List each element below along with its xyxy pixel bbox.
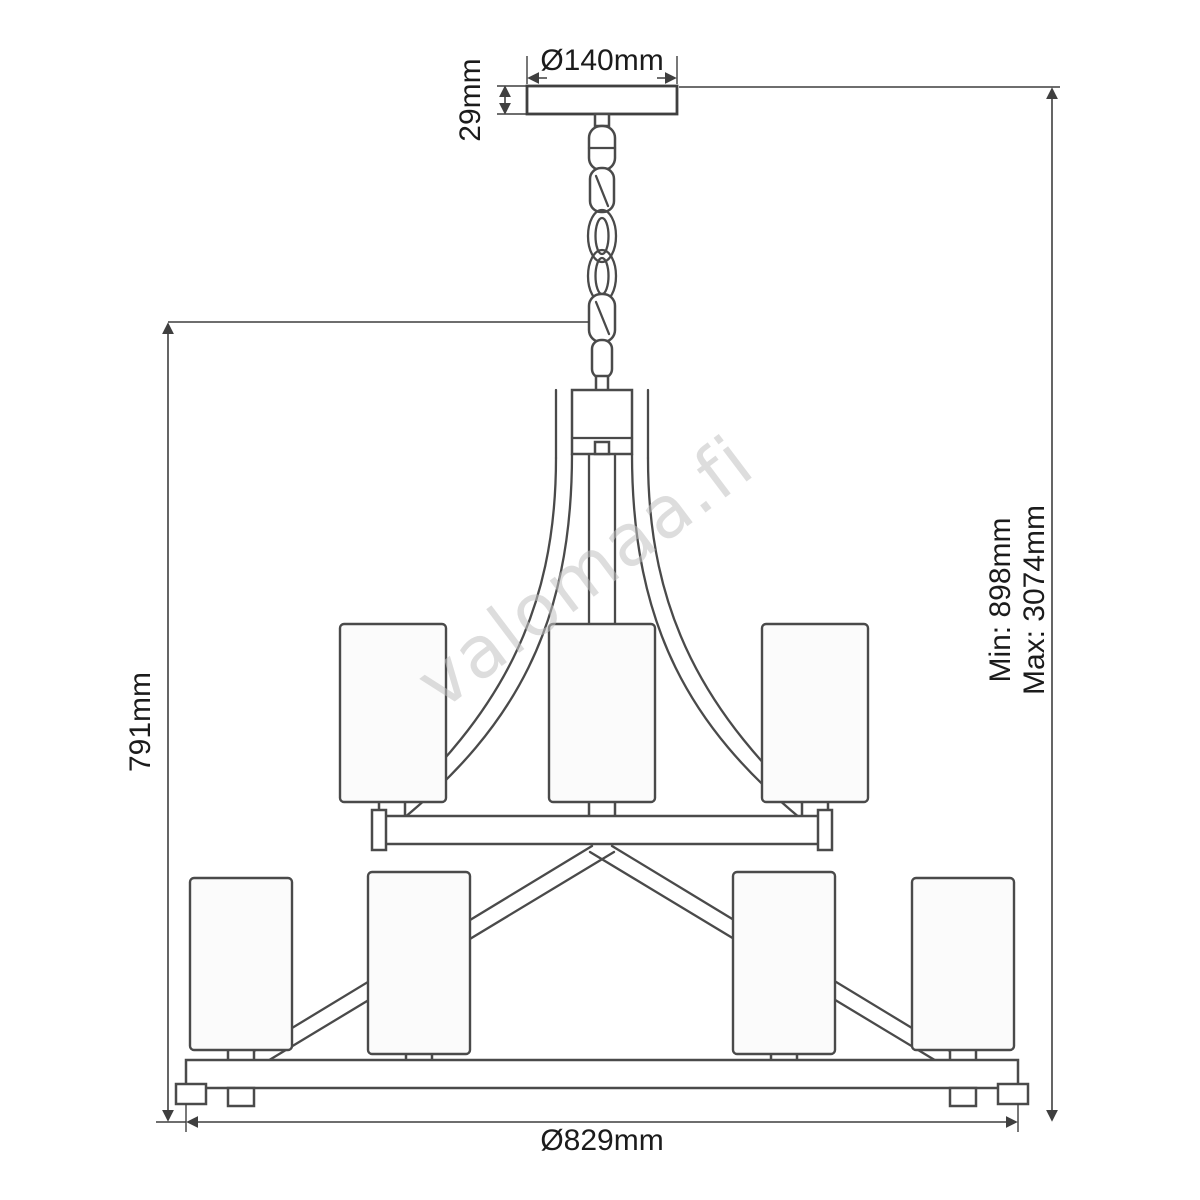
dimension-canopy-height: 29mm (454, 58, 529, 142)
dimension-canopy-diameter: Ø140mm (526, 44, 678, 84)
hook-bottom-gate (594, 300, 611, 336)
chain-link-1 (586, 208, 618, 264)
top-hub (554, 388, 650, 460)
dimension-drop-height: Min: 898mm Max: 3074mm (679, 86, 1060, 1122)
suspension-chain (586, 112, 618, 394)
dimension-fixture-diameter: Ø829mm (185, 1104, 1019, 1157)
canopy-stem (593, 112, 611, 128)
lower-shade-mid-right (731, 870, 837, 1056)
canopy-height-label: 29mm (454, 58, 487, 141)
hub-nipple (593, 440, 611, 456)
lower-shade-far-left (188, 876, 294, 1052)
arm-right-inner (630, 452, 802, 820)
lower-foot-left (226, 1086, 256, 1108)
lower-tier (174, 870, 1030, 1108)
upper-shade-right (760, 622, 870, 804)
lower-bracket-right (996, 1082, 1030, 1106)
chain-link-1-inner (594, 216, 610, 256)
lower-foot-right (948, 1086, 978, 1108)
quick-link-bottom (590, 338, 614, 380)
upper-bar-cap-left (370, 808, 388, 852)
ceiling-canopy (525, 84, 679, 116)
upper-tier (338, 622, 870, 852)
canopy-diameter-label: Ø140mm (540, 44, 663, 77)
fixture-diameter-label: Ø829mm (540, 1124, 663, 1157)
upper-shade-center (547, 622, 657, 804)
upper-shade-left (338, 622, 448, 804)
lower-shade-mid-left (366, 870, 472, 1056)
lower-bracket-left (174, 1082, 208, 1106)
dimension-fixture-height: 791mm (124, 321, 589, 1123)
upper-bar-cap-right (816, 808, 834, 852)
max-drop-label: Max: 3074mm (1018, 505, 1051, 695)
lower-shade-far-right (910, 876, 1016, 1052)
fixture-height-label: 791mm (124, 672, 157, 772)
hook-top-gate (594, 174, 610, 208)
min-drop-label: Min: 898mm (984, 517, 1017, 682)
lower-ring-bar (184, 1058, 1020, 1090)
chandelier-drawing (174, 84, 1030, 1108)
upper-ring-bar (380, 814, 824, 846)
